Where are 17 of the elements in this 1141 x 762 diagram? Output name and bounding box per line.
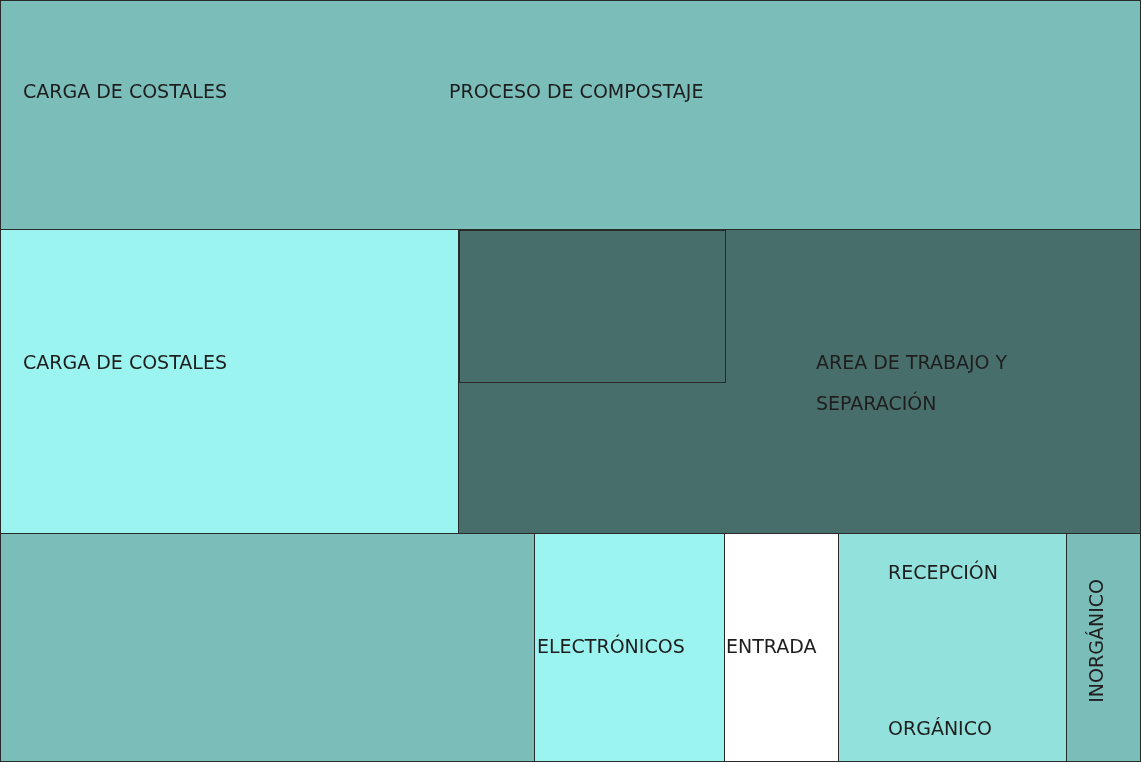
area-label: INORGÁNICO — [1085, 579, 1107, 703]
inorganic-area — [1066, 533, 1141, 762]
reception-area — [838, 533, 1067, 762]
area-label: ELECTRÓNICOS — [537, 633, 685, 659]
area-label: PROCESO DE COMPOSTAJE — [449, 79, 704, 104]
area-label: ORGÁNICO — [888, 716, 992, 741]
work-area — [458, 229, 1141, 534]
electronics-area — [534, 533, 725, 762]
room — [459, 230, 726, 383]
area-label: RECEPCIÓN — [888, 559, 998, 585]
area-label: AREA DE TRABAJO Y SEPARACIÓN — [816, 350, 1009, 416]
sack-loading-area — [0, 229, 459, 534]
area-label: CARGA DE COSTALES — [23, 79, 227, 104]
area-label: ENTRADA — [726, 634, 817, 659]
composting-area — [0, 0, 1141, 230]
area-label: CARGA DE COSTALES — [23, 350, 227, 375]
room — [0, 533, 535, 762]
